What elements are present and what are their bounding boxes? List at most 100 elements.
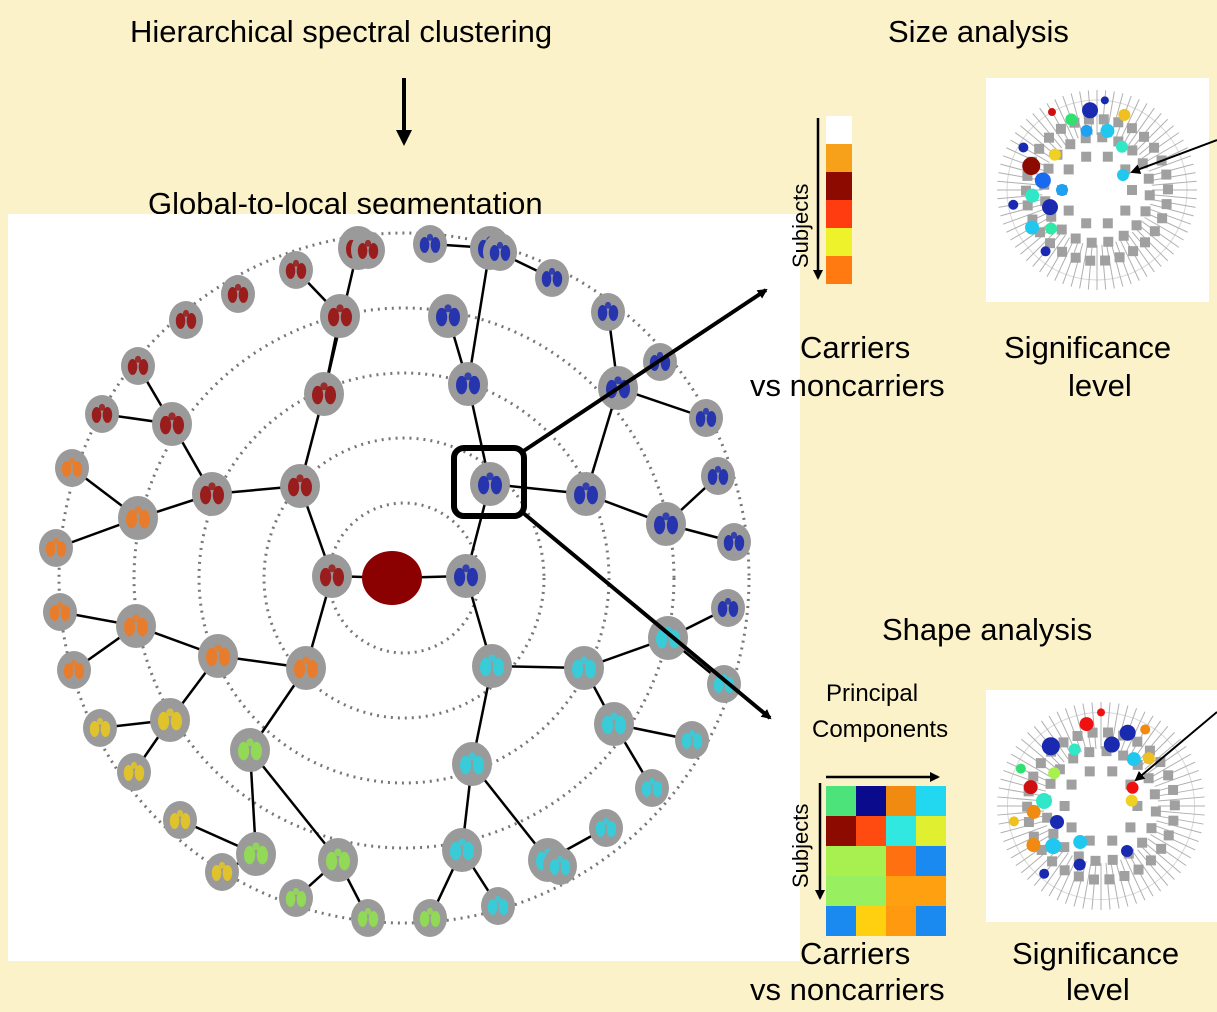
sig-tree-edge (1144, 842, 1181, 874)
sig-tree-edge (1000, 820, 1046, 834)
sig-tree-node (1113, 136, 1124, 147)
sig-tree-node (1056, 224, 1067, 235)
sig-tree-node (1028, 771, 1039, 782)
sig-tree-edge (1106, 244, 1115, 289)
shape-matrix (826, 786, 946, 936)
sig-tree-edge (1154, 825, 1199, 843)
sig-tree-edge (1015, 745, 1055, 774)
shape-matrix-cell (826, 846, 856, 876)
shape-matrix-cell (886, 816, 916, 846)
brain-node (318, 838, 358, 882)
shape-matrix-cell (916, 816, 946, 846)
shape-matrix-cell (826, 786, 856, 816)
sig-tree-node (1023, 817, 1034, 828)
brain-node (591, 293, 625, 331)
brain-node (236, 832, 276, 876)
sig-tree-edge (1101, 244, 1107, 290)
sig-tree-colored-node (1073, 835, 1088, 850)
sig-tree-edge (1124, 103, 1148, 143)
sig-tree-node (1103, 727, 1114, 738)
sig-tree-node (1143, 173, 1154, 184)
sig-tree-edge (1010, 753, 1052, 778)
sig-tree-edge (1006, 147, 1048, 168)
sig-tree-node (1145, 855, 1156, 866)
sig-tree-edge (1119, 99, 1140, 141)
shape-significance-caption-1: Significance (1012, 936, 1180, 971)
sig-tree-node (1137, 158, 1148, 169)
sig-tree-node (1073, 871, 1084, 882)
shape-analysis-title: Shape analysis (882, 612, 1093, 647)
shape-matrix-cell (916, 906, 946, 936)
sig-tree-node (1132, 736, 1143, 747)
sig-tree-node (1022, 801, 1033, 812)
sig-tree-colored-node (1119, 724, 1136, 741)
sig-tree-node (1058, 737, 1069, 748)
sig-tree-edge (1124, 237, 1148, 277)
brain-node (150, 698, 190, 742)
sig-tree-edge (1054, 239, 1075, 281)
sig-tree-edge (1000, 778, 1046, 792)
brain-node (205, 853, 239, 891)
sig-tree-node (1084, 835, 1095, 846)
sig-tree-colored-node (1026, 804, 1041, 819)
brain-node (413, 225, 447, 263)
brain-node (116, 604, 156, 648)
sig-tree-colored-node (1097, 708, 1105, 717)
sig-tree-edge (1002, 208, 1046, 225)
sig-tree-node (1118, 230, 1129, 241)
sig-tree-edge (1133, 720, 1162, 760)
sig-tree-node (1143, 773, 1154, 784)
sig-tree-edge (1025, 118, 1059, 152)
sig-tree-colored-node (1079, 717, 1094, 732)
sig-tree-colored-node (1026, 838, 1041, 852)
principal-label: Principal (826, 680, 919, 707)
sig-tree-node (1066, 779, 1077, 790)
sig-tree-edge (1135, 228, 1169, 262)
sig-tree-colored-node (1025, 220, 1040, 235)
brain-node (230, 728, 270, 772)
sig-tree-colored-node (1048, 767, 1061, 780)
sig-tree-edge (1151, 180, 1197, 186)
brain-node (564, 646, 604, 690)
callout-arrow-size (520, 288, 768, 454)
sig-tree-node (1162, 184, 1173, 195)
brain-node (55, 449, 89, 487)
sig-tree-colored-node (1015, 763, 1026, 774)
sig-tree-edge (1054, 99, 1075, 141)
sig-tree-node (1059, 842, 1070, 853)
sig-tree-edge (1110, 862, 1120, 909)
shape-significance-tree (997, 702, 1205, 910)
sig-tree-colored-node (1045, 222, 1058, 235)
brain-node (121, 347, 155, 385)
sig-tree-edge (1146, 212, 1188, 233)
shape-sig-pointer-arrow (1134, 711, 1217, 782)
sig-tree-edge (1082, 862, 1092, 909)
size-matrix-cell (826, 172, 852, 200)
sig-tree-edge (1039, 234, 1066, 273)
sig-tree-colored-node (1042, 199, 1059, 216)
brain-node (83, 709, 117, 747)
segmentation-tree-nodes (39, 225, 751, 937)
sig-tree-node (1022, 170, 1033, 181)
shape-matrix-cell (856, 786, 886, 816)
sig-tree-edge (1056, 857, 1078, 901)
brain-node (163, 801, 197, 839)
sig-tree-edge (1062, 241, 1079, 285)
sig-tree-edge (1150, 753, 1192, 778)
sig-tree-node (1098, 114, 1109, 125)
sig-tree-edge (1147, 838, 1187, 867)
sig-tree-edge (1148, 155, 1192, 172)
sig-tree-node (1084, 766, 1095, 777)
sig-tree-edge (1006, 212, 1048, 233)
ring-2 (262, 436, 546, 720)
sig-tree-edge (1137, 726, 1169, 763)
sig-tree-node (1120, 164, 1131, 175)
sig-tree-node (1127, 145, 1138, 156)
sig-tree-edge (1129, 715, 1154, 757)
sig-tree-colored-node (1040, 246, 1051, 257)
size-matrix-cell (826, 228, 852, 256)
sig-tree-colored-node (1050, 815, 1065, 830)
sig-tree-colored-node (1116, 169, 1129, 181)
shape-matrix-cell (886, 876, 916, 906)
sig-tree-edge (1141, 132, 1180, 159)
